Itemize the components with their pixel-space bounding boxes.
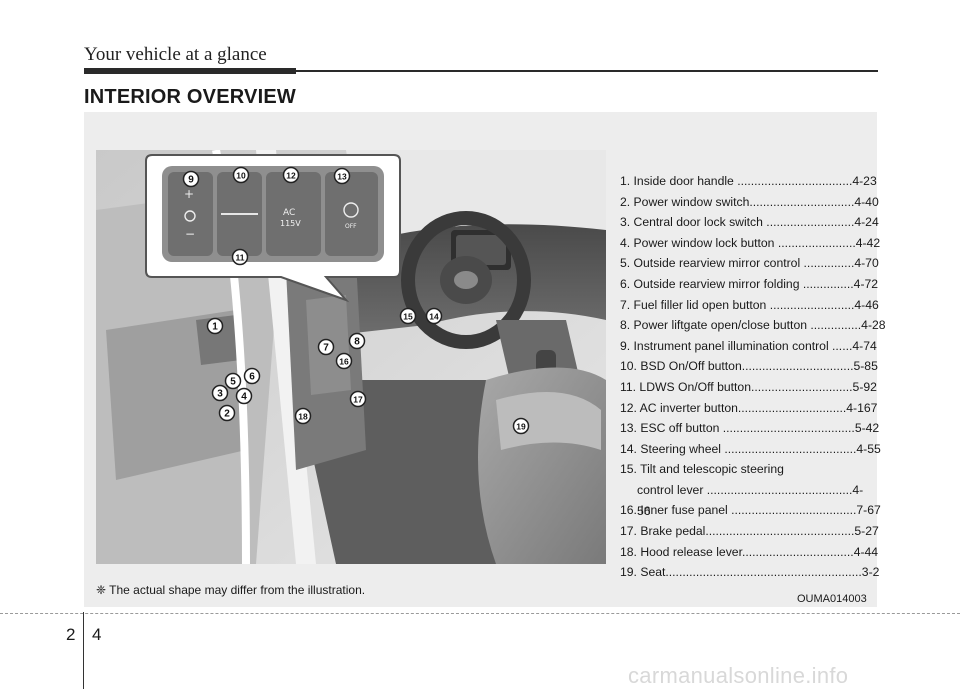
callout-label: 14 xyxy=(429,312,439,322)
ac-label: AC xyxy=(283,208,295,218)
callout-label: 11 xyxy=(236,253,245,263)
callout-6: 6 xyxy=(243,367,261,385)
callout-label: 15 xyxy=(403,312,413,322)
callout-8: 8 xyxy=(348,332,366,350)
index-item: 2. Power window switch..................… xyxy=(620,194,879,209)
callout-label: 2 xyxy=(224,409,230,420)
callout-16: 16 xyxy=(335,352,353,370)
index-item: 19. Seat................................… xyxy=(620,565,880,580)
index-item: 13. ESC off button .....................… xyxy=(620,421,880,436)
callout-1: 1 xyxy=(206,317,224,335)
callout-3: 3 xyxy=(211,384,229,402)
figure-code: OUMA014003 xyxy=(797,593,867,605)
callout-label: 19 xyxy=(516,422,526,432)
index-item: 9. Instrument panel illumination control… xyxy=(620,338,877,353)
index-item: 7. Fuel filler lid open button .........… xyxy=(620,297,879,312)
callout-label: 6 xyxy=(249,372,255,383)
index-item: 14. Steering wheel .....................… xyxy=(620,441,881,456)
callout-4: 4 xyxy=(235,387,253,405)
index-item: 10. BSD On/Off button...................… xyxy=(620,359,878,374)
callout-15: 15 xyxy=(399,307,417,325)
footer-margin-line xyxy=(83,612,84,689)
callout-label: 10 xyxy=(236,171,246,181)
footer-divider xyxy=(0,613,960,614)
volt-label: 115V xyxy=(280,219,301,228)
index-item: 15. Tilt and telescopic steering control … xyxy=(620,459,872,517)
callout-12: 12 xyxy=(282,166,300,184)
chapter-number: 2 xyxy=(66,625,76,644)
switch-panel-inset: + − AC 115V OFF xyxy=(145,154,401,303)
index-item: 1. Inside door handle ..................… xyxy=(620,174,877,188)
callout-17: 17 xyxy=(349,390,367,408)
callout-label: 9 xyxy=(188,175,194,186)
callout-label: 17 xyxy=(353,395,363,405)
illustration-note: ❈ The actual shape may differ from the i… xyxy=(96,583,366,597)
callout-13: 13 xyxy=(333,167,351,185)
watermark: carmanualsonline.info xyxy=(628,663,849,688)
header-rule-thick xyxy=(84,68,296,74)
callout-18: 18 xyxy=(294,407,312,425)
index-item: 4. Power window lock button ............… xyxy=(620,235,881,250)
callout-label: 16 xyxy=(339,357,349,367)
index-item: 8. Power liftgate open/close button ....… xyxy=(620,318,886,333)
callout-7: 7 xyxy=(317,338,335,356)
callout-label: 5 xyxy=(230,377,236,388)
callout-9: 9 xyxy=(182,170,200,188)
section-title: INTERIOR OVERVIEW xyxy=(84,86,296,108)
callout-2: 2 xyxy=(218,404,236,422)
callout-11: 11 xyxy=(231,248,249,266)
page-number: 4 xyxy=(92,625,102,644)
index-item: 3. Central door lock switch ............… xyxy=(620,215,879,230)
index-item: 16. Inner fuse panel ...................… xyxy=(620,503,881,518)
callout-14: 14 xyxy=(425,307,443,325)
running-title: Your vehicle at a glance xyxy=(84,44,267,65)
callout-label: 13 xyxy=(337,172,347,182)
callout-label: 1 xyxy=(212,322,218,333)
header-rule-thin xyxy=(296,70,878,72)
index-item-line: control lever ..........................… xyxy=(637,482,864,518)
index-item: 18. Hood release lever..................… xyxy=(620,544,879,559)
index-item: 5. Outside rearview mirror control .....… xyxy=(620,256,879,271)
index-item: 11. LDWS On/Off button..................… xyxy=(620,379,877,394)
callout-label: 7 xyxy=(323,343,329,354)
callout-10: 10 xyxy=(232,166,250,184)
callout-label: 12 xyxy=(286,171,296,181)
index-item: 12. AC inverter button..................… xyxy=(620,400,878,415)
callout-label: 3 xyxy=(217,389,223,400)
callout-label: 18 xyxy=(298,412,308,422)
callout-5: 5 xyxy=(224,372,242,390)
callout-label: 4 xyxy=(241,392,247,403)
index-item: 6. Outside rearview mirror folding .....… xyxy=(620,276,879,291)
callout-label: 8 xyxy=(354,337,360,348)
svg-text:+: + xyxy=(184,187,194,201)
svg-text:−: − xyxy=(185,227,195,241)
index-item: 17. Brake pedal.........................… xyxy=(620,523,879,538)
esc-off-label: OFF xyxy=(345,223,357,230)
callout-19: 19 xyxy=(512,417,530,435)
index-item-line: 15. Tilt and telescopic steering xyxy=(620,462,784,477)
component-index: 1. Inside door handle ..................… xyxy=(620,171,886,583)
